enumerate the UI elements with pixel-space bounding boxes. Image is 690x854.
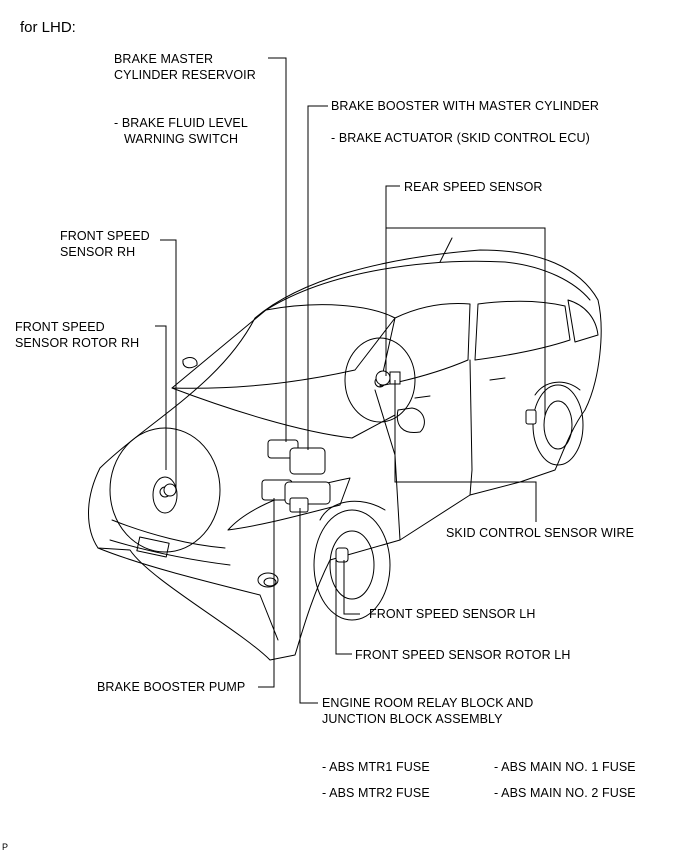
front-bumper — [97, 547, 279, 641]
rear-right-wheel-phantom — [344, 337, 416, 423]
leader-relay-block — [299, 508, 318, 704]
footer-mark: P — [2, 842, 9, 852]
front-left-wheel — [313, 509, 391, 621]
label-booster: BRAKE BOOSTER WITH MASTER CYLINDER — [331, 99, 600, 113]
label-fuse-mtr1: - ABS MTR1 FUSE — [322, 760, 430, 774]
label-master-reservoir: BRAKE MASTER CYLINDER RESERVOIR — [114, 52, 256, 82]
antenna — [439, 237, 453, 263]
page-title: for LHD: — [20, 19, 76, 36]
label-front-sensor-rh: FRONT SPEED SENSOR RH — [60, 229, 150, 259]
label-front-sensor-lh: FRONT SPEED SENSOR LH — [369, 607, 536, 621]
leader-skid-wire — [394, 380, 537, 522]
label-fuse-main1: - ABS MAIN NO. 1 FUSE — [494, 760, 636, 774]
rear-window — [567, 299, 599, 343]
leader-front-sensor-rh — [160, 239, 177, 488]
label-actuator: - BRAKE ACTUATOR (SKID CONTROL ECU) — [331, 131, 590, 145]
roof-line — [265, 260, 591, 311]
label-relay-block: ENGINE ROOM RELAY BLOCK AND JUNCTION BLO… — [322, 696, 534, 726]
leader-rear-speed-sensor — [385, 185, 400, 376]
brake-booster-part — [289, 447, 326, 475]
leader-front-sensor-lh — [343, 560, 360, 615]
headlight — [227, 477, 351, 531]
label-fuse-main2: - ABS MAIN NO. 2 FUSE — [494, 786, 636, 800]
leader-front-rotor-rh — [155, 325, 167, 470]
rear-left-sensor-part — [525, 409, 537, 425]
grille — [111, 519, 226, 549]
label-rear-speed-sensor: REAR SPEED SENSOR — [404, 180, 543, 194]
leader-front-rotor-lh — [335, 560, 352, 655]
front-sensor-rh-part — [163, 483, 177, 497]
side-mirror — [396, 407, 425, 434]
front-sensor-lh-part — [335, 547, 349, 563]
rear-left-wheel — [532, 384, 584, 466]
label-front-rotor-lh: FRONT SPEED SENSOR ROTOR LH — [355, 648, 571, 662]
leader-booster — [307, 105, 328, 450]
label-front-rotor-rh: FRONT SPEED SENSOR ROTOR RH — [15, 320, 140, 350]
label-fluid-switch: - BRAKE FLUID LEVEL WARNING SWITCH — [114, 116, 248, 146]
door-rear — [469, 359, 473, 496]
side-window-rear — [474, 300, 571, 361]
car-body-outline — [88, 249, 602, 661]
label-booster-pump: BRAKE BOOSTER PUMP — [97, 680, 246, 694]
front-right-wheel-phantom — [109, 427, 221, 553]
label-fuse-mtr2: - ABS MTR2 FUSE — [322, 786, 430, 800]
door-front — [374, 389, 401, 541]
label-skid-wire: SKID CONTROL SENSOR WIRE — [446, 526, 635, 540]
rear-sensor-part — [375, 370, 391, 386]
leader-master-reservoir — [268, 57, 287, 442]
hood-line — [171, 387, 396, 439]
leader-booster-pump — [258, 498, 275, 688]
windshield — [171, 304, 396, 389]
